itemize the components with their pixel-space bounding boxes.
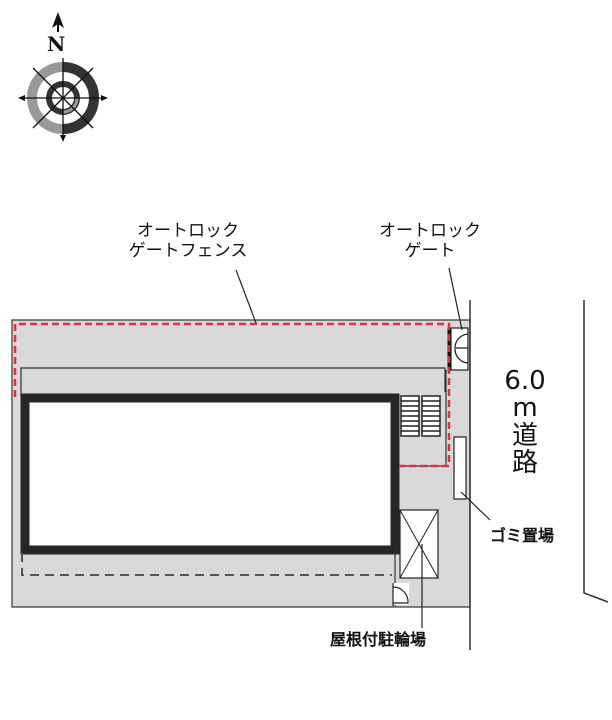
bicycle-parking-label: 屋根付駐輪場 — [330, 630, 427, 649]
autolock-gate-label-line2: ゲート — [404, 240, 456, 261]
dashed-boundary — [21, 553, 392, 576]
road-label: 6.0 m 道 路 — [500, 366, 550, 478]
garbage-area — [453, 436, 467, 500]
road-unit: m — [512, 393, 538, 424]
garbage-label: ゴミ置場 — [490, 526, 555, 545]
autolock-gate — [447, 327, 469, 371]
compass-rose-icon — [18, 12, 108, 142]
staircase — [400, 395, 441, 437]
bicycle-parking-area — [399, 509, 439, 579]
road-char-1: 道 — [511, 420, 538, 451]
door-icon — [392, 583, 409, 606]
autolock-fence-label: オートロック ゲートフェンス — [108, 221, 268, 261]
autolock-gate-label: オートロック ゲート — [360, 221, 500, 261]
building — [20, 393, 400, 555]
road-char-2: 路 — [511, 447, 538, 478]
autolock-fence-label-line1: オートロック — [137, 221, 239, 241]
autolock-fence — [13, 322, 451, 468]
compass-north-label: N — [47, 32, 66, 56]
road-width: 6.0 — [504, 366, 546, 396]
autolock-gate-label-line1: オートロック — [379, 221, 481, 241]
autolock-fence-label-line2: ゲートフェンス — [128, 240, 248, 261]
